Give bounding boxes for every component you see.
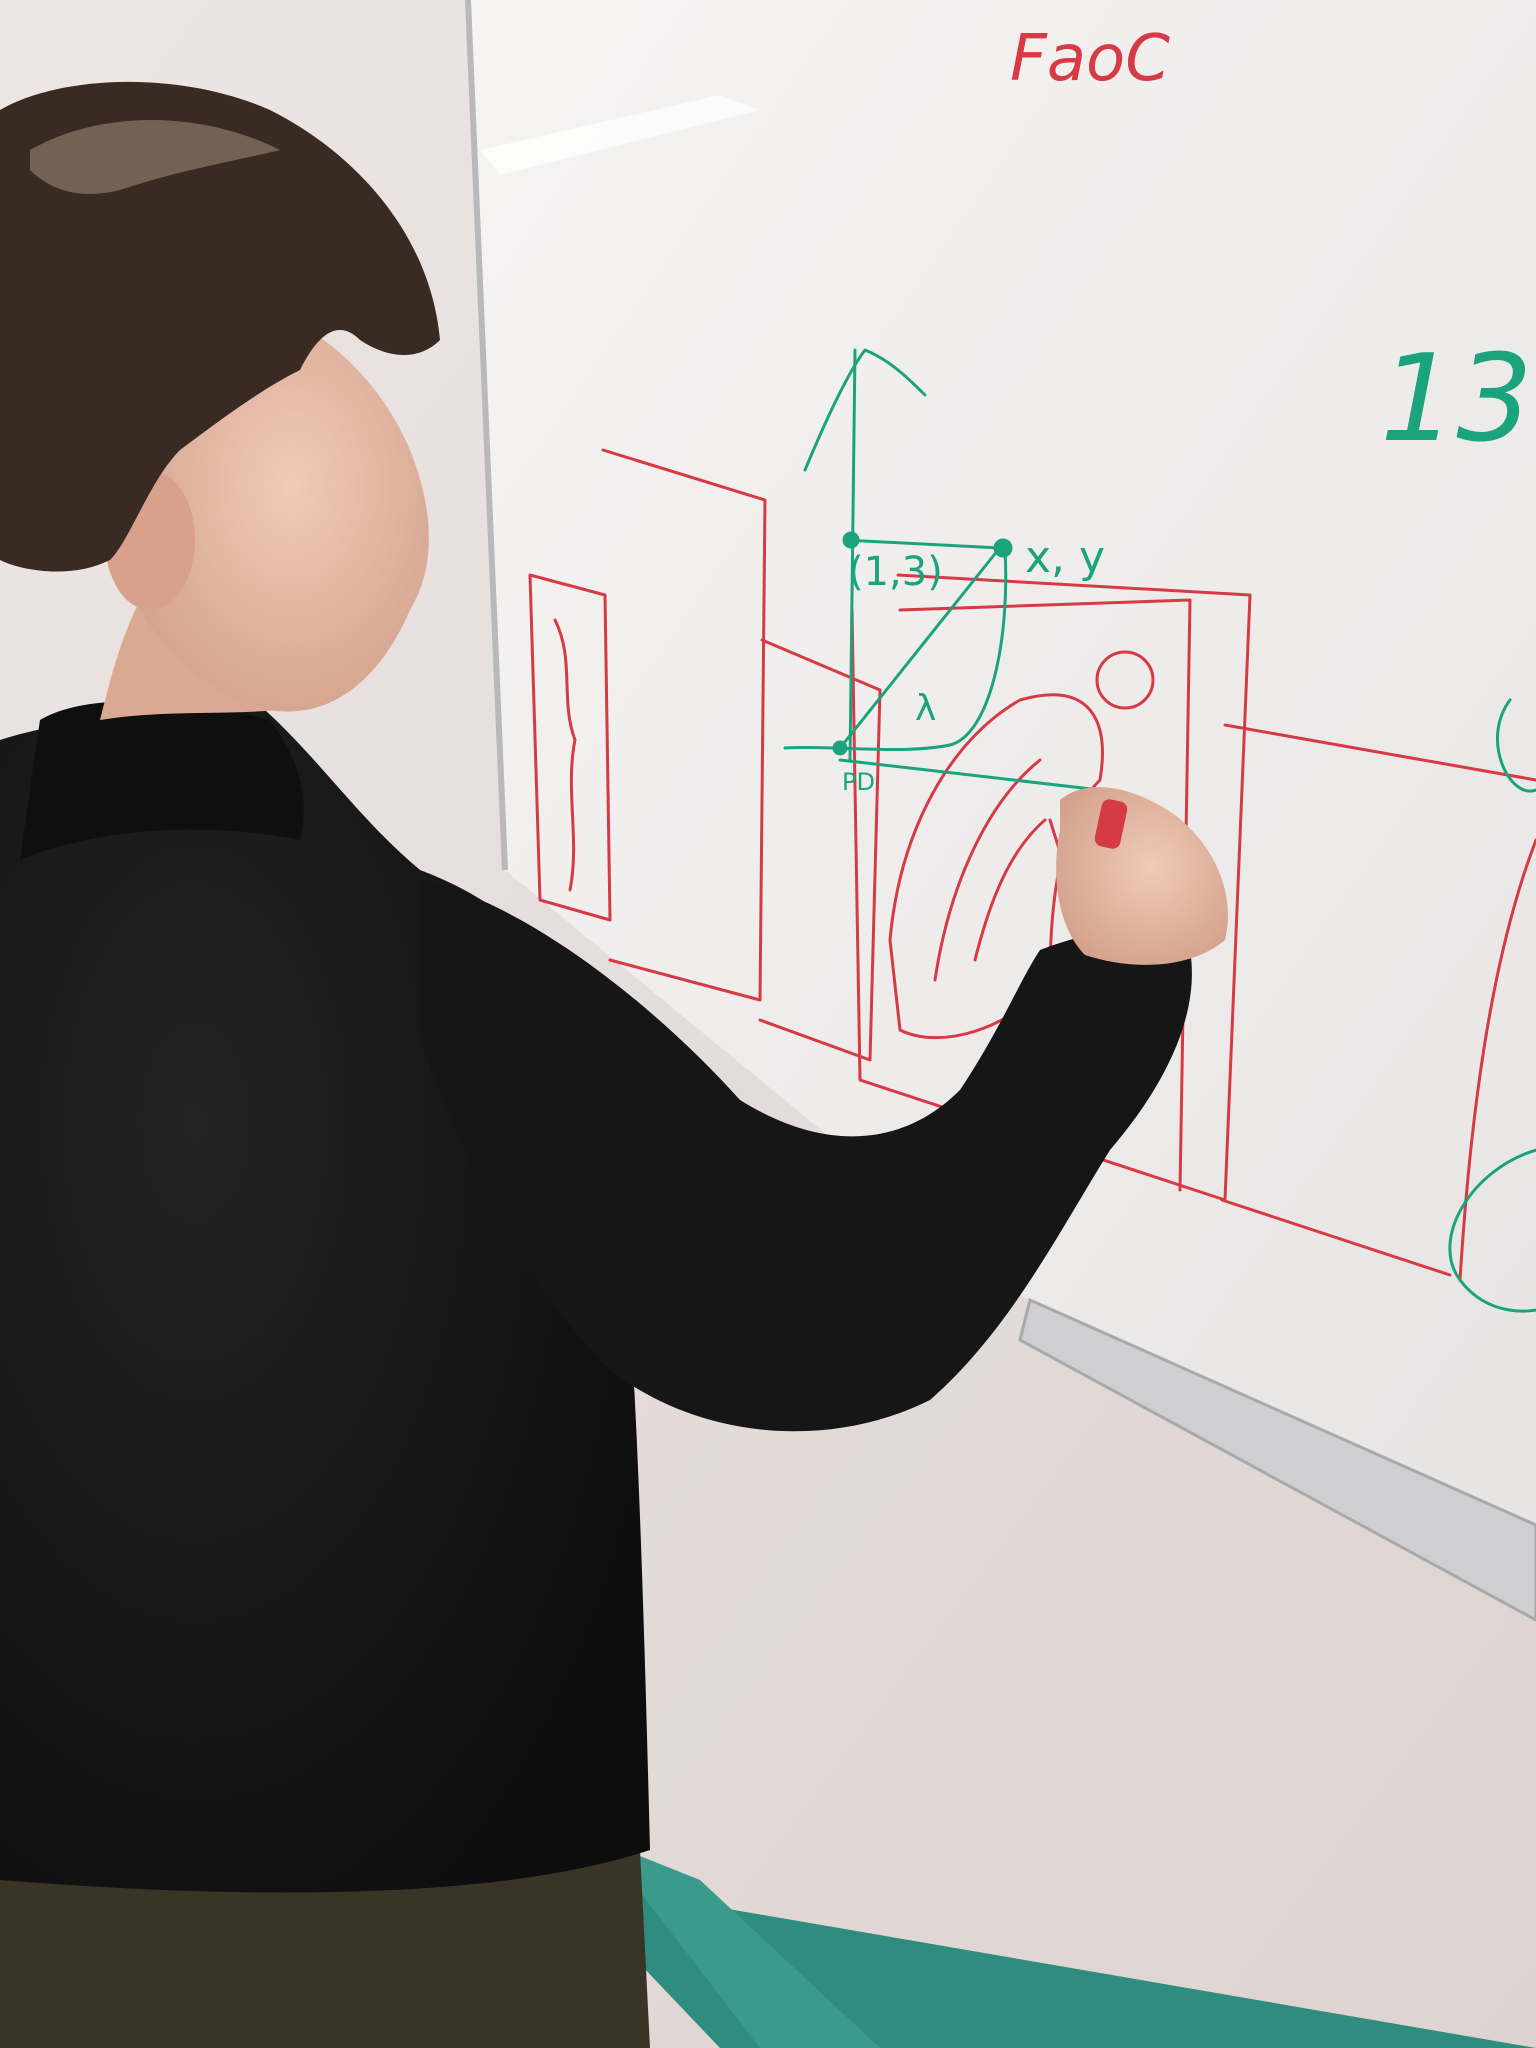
marker: [1094, 799, 1128, 849]
board-glare: [480, 95, 760, 175]
board-text-origin: PD: [842, 768, 875, 796]
board-text-point-b: x, y: [1025, 532, 1105, 583]
pants: [0, 1850, 650, 2048]
board-text-point-a: (1,3): [848, 549, 943, 595]
floor-edge: [600, 1840, 880, 2048]
hair-highlight: [30, 120, 280, 194]
person: [0, 81, 1228, 2048]
hood: [20, 701, 304, 860]
marker-tray: [1018, 1297, 1536, 1622]
hoodie-arm: [420, 880, 1192, 1432]
green-sketch: [783, 348, 1536, 1313]
red-sketch: [528, 448, 1536, 1282]
board-text-top: FaoC: [1010, 22, 1170, 96]
board-text-top-right: 13: [1380, 330, 1533, 469]
hair: [0, 81, 440, 572]
board-text-lambda: λ: [915, 688, 936, 729]
whiteboard-frame-left: [465, 0, 508, 871]
whiteboard: [470, 0, 1536, 1530]
